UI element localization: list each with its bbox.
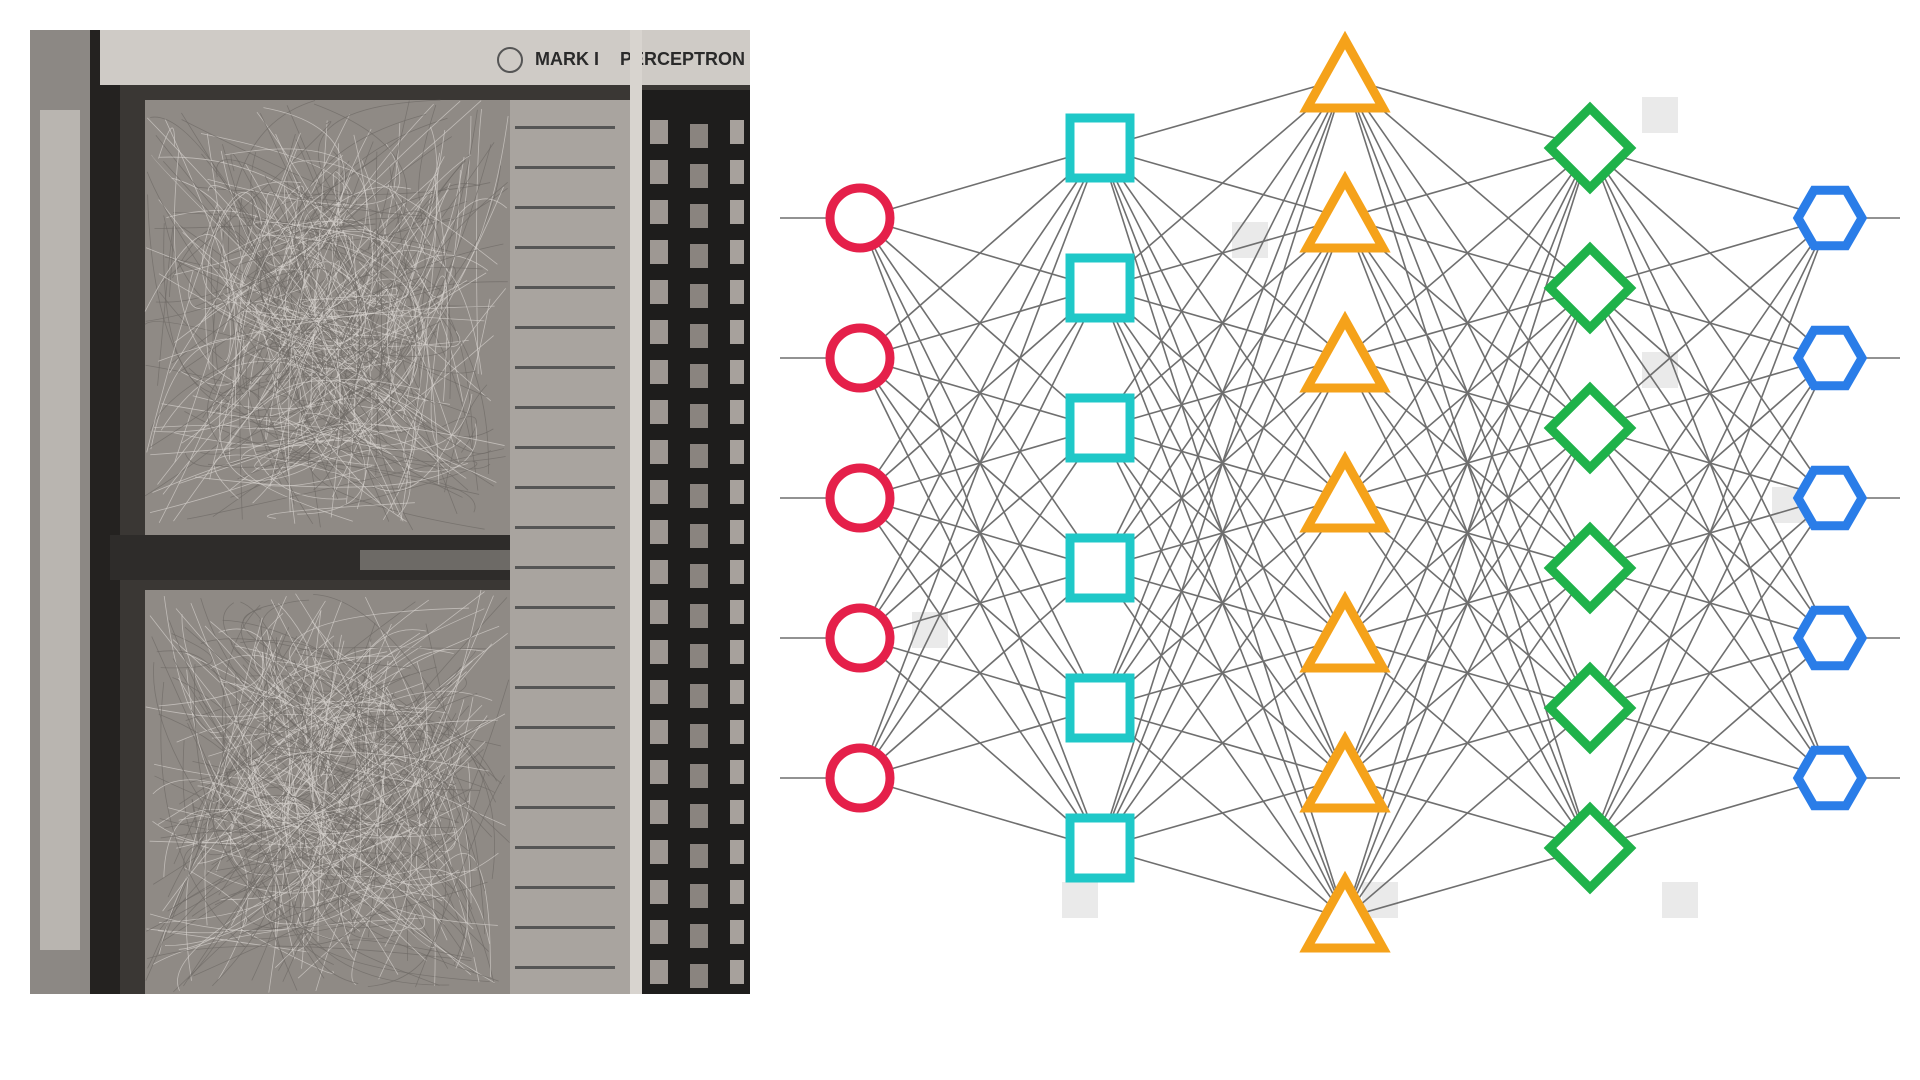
- plate-text-perceptron: PERCEPTRON: [620, 49, 745, 69]
- hidden-3-node-3: [1543, 381, 1637, 475]
- output-node-1: [1792, 185, 1868, 251]
- hidden-3-node-4: [1543, 521, 1637, 615]
- hidden-3-node-6: [1543, 801, 1637, 895]
- hidden-2-node-3: [1299, 310, 1391, 393]
- nodes-layer: [825, 30, 1868, 953]
- hidden-2-node-1: [1299, 30, 1391, 113]
- watermark-layer: [912, 97, 1808, 918]
- network-svg: [780, 30, 1900, 953]
- output-node-2: [1792, 325, 1868, 391]
- hidden-3-node-2: [1543, 241, 1637, 335]
- hidden-1-node-5: [1065, 673, 1135, 743]
- hidden-1-node-4: [1065, 533, 1135, 603]
- neural-network-diagram: [780, 30, 1900, 1010]
- input-node-4: [825, 603, 895, 673]
- edges-layer: [859, 77, 1831, 919]
- input-node-5: [825, 743, 895, 813]
- plate-text-mark: MARK I: [535, 49, 599, 69]
- output-node-4: [1792, 605, 1868, 671]
- hidden-1-node-3: [1065, 393, 1135, 463]
- input-node-3: [825, 463, 895, 533]
- hidden-2-node-4: [1299, 450, 1391, 533]
- hidden-2-node-6: [1299, 730, 1391, 813]
- hidden-1-node-1: [1065, 113, 1135, 183]
- hidden-2-node-7: [1299, 870, 1391, 953]
- hidden-2-node-5: [1299, 590, 1391, 673]
- hidden-2-node-2: [1299, 170, 1391, 253]
- output-node-3: [1792, 465, 1868, 531]
- perceptron-photo: MARK I PERCEPTRON: [30, 30, 750, 994]
- io-stubs: [780, 217, 1900, 779]
- hidden-3-node-5: [1543, 661, 1637, 755]
- output-node-5: [1792, 745, 1868, 811]
- hidden-1-node-6: [1065, 813, 1135, 883]
- input-node-1: [825, 183, 895, 253]
- hidden-1-node-2: [1065, 253, 1135, 323]
- input-node-2: [825, 323, 895, 393]
- hidden-3-node-1: [1543, 101, 1637, 195]
- photo-drawing: MARK I PERCEPTRON: [30, 30, 750, 994]
